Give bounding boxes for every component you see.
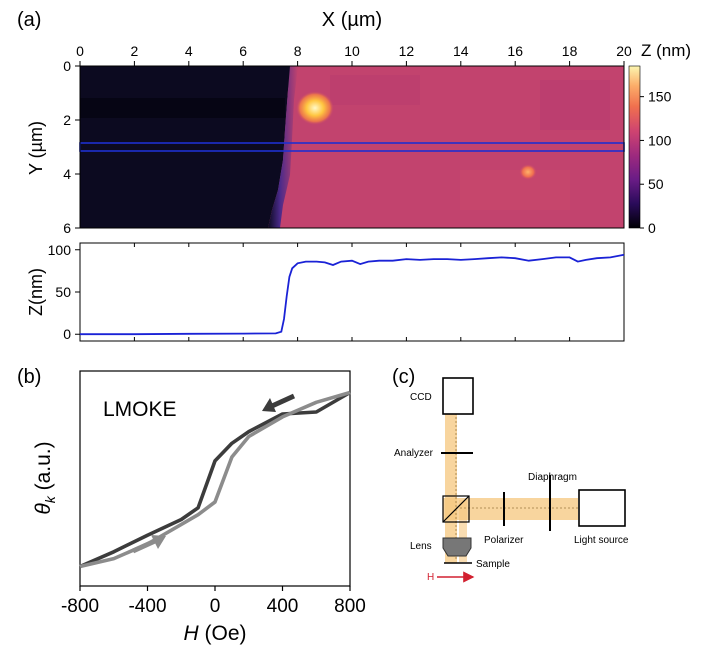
- heatmap-x-tick-label: 8: [294, 43, 302, 59]
- panel-label-c: (c): [392, 366, 415, 388]
- heatmap-x-tick-label: 2: [131, 43, 139, 59]
- heatmap-film-texture-1: [330, 75, 420, 105]
- moke-x-tick-label: -800: [61, 596, 99, 617]
- colorbar-tick-label: 100: [648, 132, 672, 148]
- heatmap-y-tick-label: 6: [63, 220, 71, 236]
- moke-x-label: H (Oe): [183, 622, 246, 645]
- moke-ticks: -800 -400 0 400 800: [61, 586, 366, 617]
- heatmap-x-tick-label: 16: [507, 43, 523, 59]
- moke-x-tick-label: 0: [210, 596, 221, 617]
- colorbar-label: Z (nm): [641, 41, 691, 60]
- field-label: H: [427, 572, 434, 583]
- profile-line: [80, 253, 625, 336]
- heatmap-x-tick-label: 4: [185, 43, 193, 59]
- panel-label-b: (b): [17, 366, 41, 388]
- light-source-box: [578, 489, 626, 527]
- setup-diagram: CCD Analyzer Polarizer Diaphragm Light s…: [394, 377, 629, 583]
- heatmap-x-tick-label: 10: [344, 43, 360, 59]
- ccd-label: CCD: [410, 392, 432, 403]
- heatmap-film-texture-3: [540, 80, 610, 130]
- vertical-beam: [445, 413, 457, 563]
- heatmap-bright-particle: [296, 91, 334, 125]
- ccd-box: [442, 377, 474, 415]
- lens-label: Lens: [410, 541, 432, 552]
- heatmap-x-tick-label: 6: [239, 43, 247, 59]
- heatmap-film-edge: [268, 66, 298, 228]
- heatmap-x-tick-label: 12: [399, 43, 415, 59]
- heatmap-film-texture-2: [460, 170, 570, 210]
- moke-x-tick-label: 800: [334, 596, 366, 617]
- profile-y-tick-label: 100: [48, 242, 72, 258]
- profile-ticks: 0 50 100: [48, 242, 625, 342]
- moke-arrow-increasing: [131, 535, 166, 554]
- heatmap-y-tick-label: 0: [63, 58, 71, 74]
- heatmap-y-tick-label: 2: [63, 112, 71, 128]
- moke-y-label: θk (a.u.): [32, 441, 58, 514]
- colorbar-ticks: 0 50 100 150: [640, 89, 672, 236]
- heatmap-y-label: Y (µm): [26, 121, 46, 175]
- panel-label-a: (a): [17, 9, 41, 31]
- analyzer-label: Analyzer: [394, 448, 434, 459]
- sample-label: Sample: [476, 559, 510, 570]
- vertical-beam-2: [459, 500, 467, 562]
- heatmap-x-ticks: 0 2 4 6 8 10 12 14 16 18 20: [76, 43, 632, 66]
- light-source-label: Light source: [574, 535, 629, 546]
- moke-x-tick-label: -400: [128, 596, 166, 617]
- colorbar-tick-label: 0: [648, 220, 656, 236]
- heatmap-x-tick-label: 18: [562, 43, 578, 59]
- moke-arrow-decreasing: [262, 393, 296, 412]
- profile-y-tick-label: 0: [63, 326, 71, 342]
- diaphragm-label: Diaphragm: [528, 472, 577, 483]
- heatmap-x-tick-label: 20: [616, 43, 632, 59]
- heatmap-x-label: X (µm): [322, 9, 382, 31]
- lens-shape: [442, 537, 472, 557]
- colorbar: [628, 65, 641, 229]
- heatmap-x-tick-label: 0: [76, 43, 84, 59]
- heatmap-substrate-dark-stripe: [80, 98, 285, 118]
- profile-y-label: Z(nm): [26, 268, 46, 316]
- heatmap-substrate-region: [80, 66, 292, 228]
- moke-annotation: LMOKE: [103, 398, 177, 421]
- heatmap-y-ticks: 0 2 4 6: [63, 58, 80, 236]
- colorbar-tick-label: 50: [648, 176, 664, 192]
- heatmap-image: [79, 65, 625, 229]
- polarizer-label: Polarizer: [484, 535, 524, 546]
- heatmap-y-tick-label: 4: [63, 166, 71, 182]
- moke-x-tick-label: 400: [267, 596, 299, 617]
- beam-splitter: [442, 495, 470, 523]
- colorbar-tick-label: 150: [648, 89, 672, 105]
- profile-y-tick-label: 50: [55, 284, 71, 300]
- beam-splitter-diagonal: [442, 495, 470, 523]
- horizontal-beam: [443, 498, 578, 520]
- heatmap-x-tick-label: 14: [453, 43, 469, 59]
- heatmap-small-particle: [519, 164, 537, 180]
- profile-plot-frame: [79, 242, 625, 342]
